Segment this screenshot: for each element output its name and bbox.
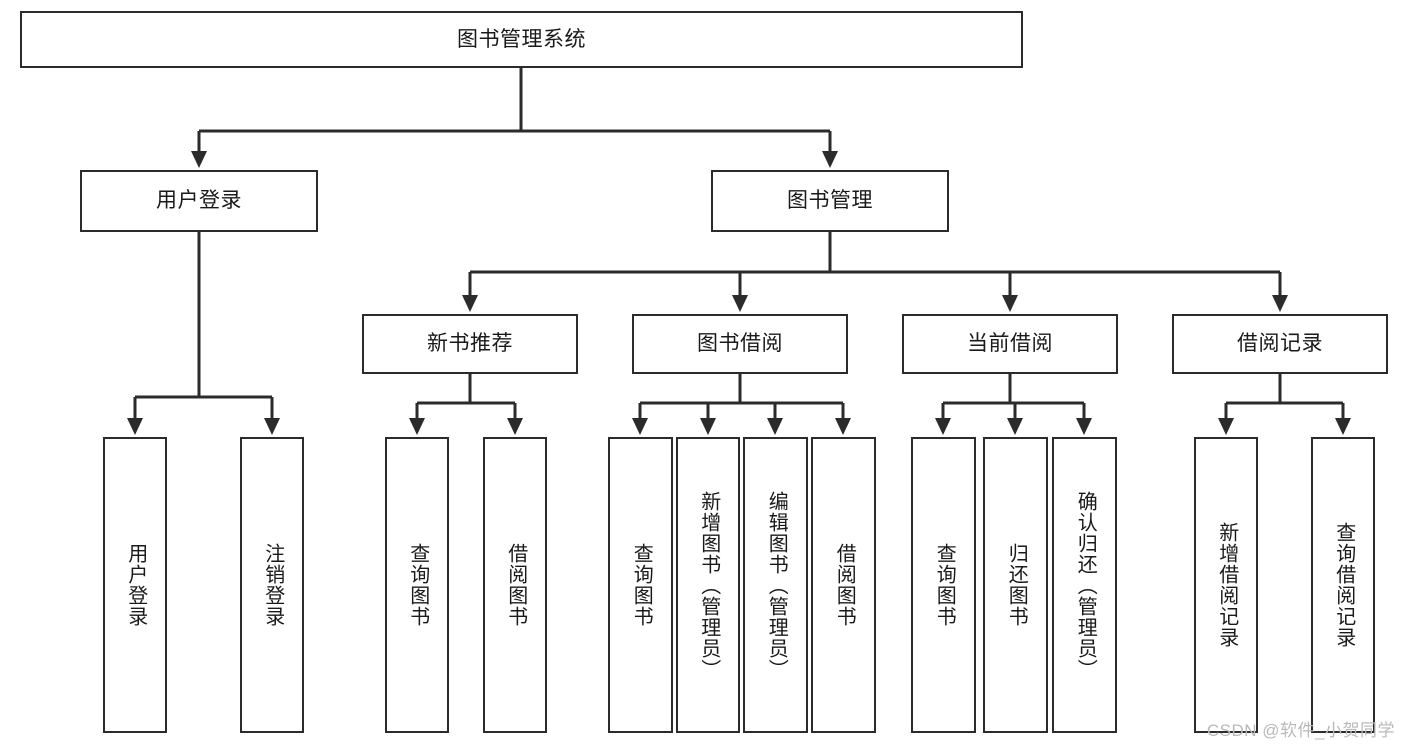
connector-layer	[127, 68, 1351, 435]
node-label: 确认归还（管理员）	[1074, 490, 1097, 680]
arrowhead-bb-to-d	[835, 418, 851, 435]
node-label: 借阅图书	[833, 543, 856, 627]
node-label: 新书推荐	[427, 332, 513, 356]
leaf-node-leaf-borrow-book-rec[interactable]: 借阅图书	[483, 437, 547, 733]
arrowhead-bb-to-b	[700, 418, 716, 435]
node-label: 图书管理系统	[457, 27, 586, 51]
arrowhead-ul-to-b	[264, 418, 280, 435]
node-label: 编辑图书（管理员）	[765, 490, 788, 680]
arrowhead-bm-to-borrow	[732, 295, 748, 312]
arrowhead-bb-to-c	[767, 418, 783, 435]
arrowhead-bm-to-rec	[462, 295, 478, 312]
node-label: 借阅记录	[1237, 332, 1323, 356]
arrowhead-ul-to-a	[127, 418, 143, 435]
leaf-node-leaf-query-book-borrow[interactable]: 查询图书	[608, 437, 673, 733]
level2-node-user-login[interactable]: 用户登录	[80, 170, 318, 232]
node-label: 归还图书	[1005, 543, 1028, 627]
node-label: 新增图书（管理员）	[697, 490, 720, 680]
arrowhead-cb-to-a	[935, 418, 951, 435]
node-label: 图书管理	[787, 189, 873, 213]
node-label: 查询图书	[406, 543, 429, 627]
node-label: 图书借阅	[697, 332, 783, 356]
arrowhead-br-to-b	[1335, 418, 1351, 435]
level3-node-current-borrow[interactable]: 当前借阅	[902, 314, 1118, 374]
arrowhead-br-to-a	[1218, 418, 1234, 435]
node-label: 用户登录	[124, 543, 147, 627]
leaf-node-leaf-query-book-cur[interactable]: 查询图书	[911, 437, 976, 733]
node-label: 新增借阅记录	[1215, 522, 1238, 648]
leaf-node-leaf-user-logout[interactable]: 注销登录	[240, 437, 304, 733]
leaf-node-leaf-confirm-return[interactable]: 确认归还（管理员）	[1052, 437, 1117, 733]
arrowhead-cb-to-c	[1076, 418, 1092, 435]
arrowhead-root-to-user-login	[191, 151, 207, 168]
node-label: 查询图书	[933, 543, 956, 627]
leaf-node-leaf-borrow-book[interactable]: 借阅图书	[811, 437, 876, 733]
level3-node-new-book-rec[interactable]: 新书推荐	[362, 314, 578, 374]
arrowhead-rec-to-a	[409, 418, 425, 435]
arrowhead-cb-to-b	[1007, 418, 1023, 435]
level2-node-book-manage[interactable]: 图书管理	[711, 170, 949, 232]
level3-node-book-borrow[interactable]: 图书借阅	[632, 314, 848, 374]
arrowhead-rec-to-b	[507, 418, 523, 435]
node-label: 借阅图书	[504, 543, 527, 627]
node-label: 注销登录	[261, 543, 284, 627]
arrowhead-bm-to-record	[1272, 295, 1288, 312]
arrowhead-root-to-book-manage	[822, 151, 838, 168]
arrowhead-bm-to-current	[1002, 295, 1018, 312]
node-label: 用户登录	[156, 189, 242, 213]
node-label: 查询图书	[630, 543, 653, 627]
leaf-node-leaf-return-book[interactable]: 归还图书	[983, 437, 1048, 733]
arrowhead-bb-to-a	[632, 418, 648, 435]
leaf-node-leaf-edit-book[interactable]: 编辑图书（管理员）	[743, 437, 808, 733]
leaf-node-leaf-add-book[interactable]: 新增图书（管理员）	[676, 437, 740, 733]
leaf-node-leaf-add-record[interactable]: 新增借阅记录	[1194, 437, 1258, 733]
leaf-node-leaf-user-login[interactable]: 用户登录	[103, 437, 167, 733]
node-label: 当前借阅	[967, 332, 1053, 356]
node-label: 查询借阅记录	[1332, 522, 1355, 648]
root-node-root[interactable]: 图书管理系统	[20, 11, 1023, 68]
leaf-node-leaf-query-book-rec[interactable]: 查询图书	[385, 437, 449, 733]
level3-node-borrow-record[interactable]: 借阅记录	[1172, 314, 1388, 374]
leaf-node-leaf-query-record[interactable]: 查询借阅记录	[1311, 437, 1375, 733]
